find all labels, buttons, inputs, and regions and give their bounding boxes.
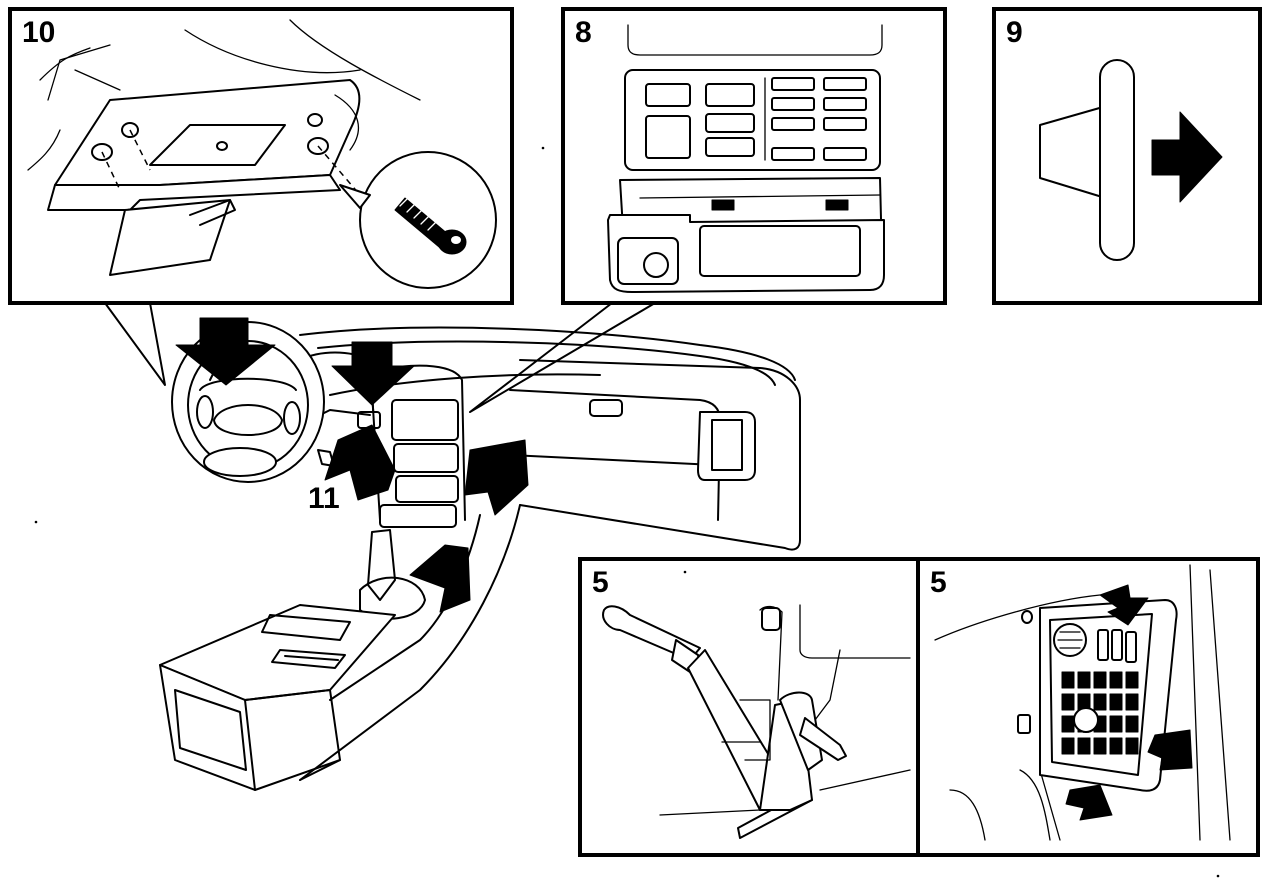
removal-arrow-icon: [1065, 784, 1113, 821]
panel-5a-number: 5: [592, 566, 609, 599]
ashtray: [379, 504, 457, 528]
removal-arrows: [175, 317, 529, 613]
switch-panel: [395, 475, 459, 503]
screw-icon: [394, 197, 467, 255]
fuse-grid: [1061, 671, 1139, 755]
panel-10-number: 10: [22, 16, 55, 49]
scan-specks: [34, 146, 1220, 878]
control-knob: [1099, 59, 1135, 261]
removal-arrow-icon: [409, 544, 471, 613]
leader-lines: [104, 302, 656, 413]
removal-arrow-icon: [464, 439, 529, 516]
climate-unit: [393, 443, 459, 473]
panel-9-number: 9: [1006, 16, 1023, 49]
removal-arrow-icon: [1147, 729, 1193, 771]
removal-arrow-icon: [175, 317, 276, 386]
panel-10: 10: [8, 7, 514, 305]
callout-11-number: 11: [308, 482, 340, 515]
panel-5b-number: 5: [930, 566, 947, 599]
glovebox-handle: [589, 399, 623, 417]
panel-8-number: 8: [575, 16, 592, 49]
gear-lever: [367, 529, 396, 601]
panel-5-fusebox: 5: [916, 557, 1260, 857]
panel-5-handbrake: 5: [578, 557, 920, 857]
removal-arrow-icon: [331, 341, 415, 406]
radio-unit: [391, 399, 459, 441]
removal-arrow-icon: [324, 424, 396, 501]
panel-8: 8: [561, 7, 947, 305]
removal-arrow-icon: [1099, 584, 1149, 626]
push-arrow-icon: [1151, 111, 1223, 203]
panel-9: 9: [992, 7, 1262, 305]
